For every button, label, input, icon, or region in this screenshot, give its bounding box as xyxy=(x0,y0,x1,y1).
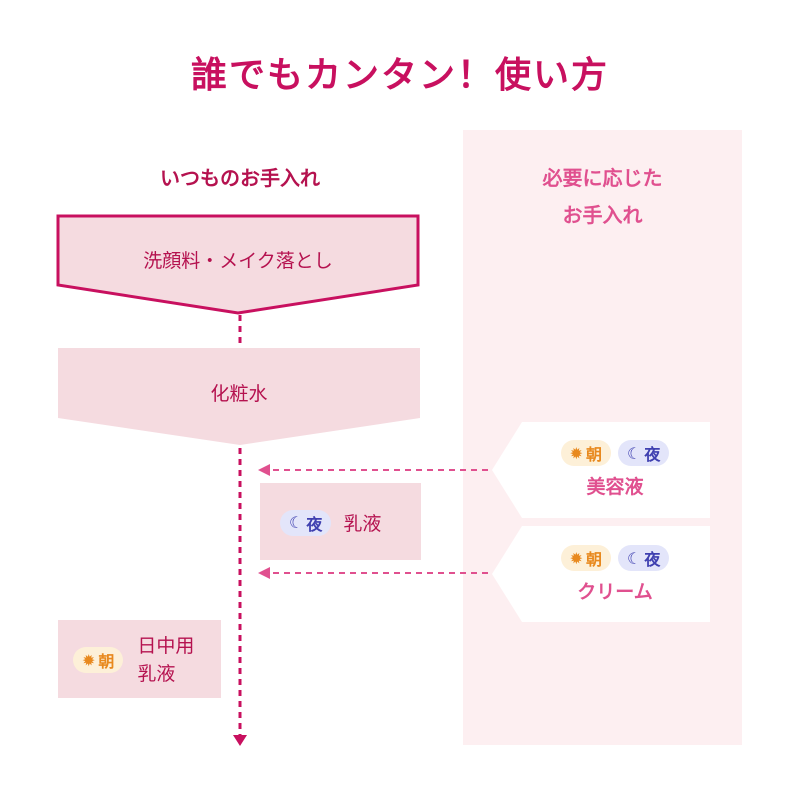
cream-card: ✹朝 ☾夜 クリーム xyxy=(520,545,710,604)
toner-step-shape xyxy=(58,348,420,445)
sun-icon: ✹ xyxy=(82,650,96,670)
serum-label: 美容液 xyxy=(586,476,644,498)
night-badge: ☾夜 xyxy=(280,509,332,536)
cleanse-step-shape xyxy=(56,214,420,315)
morning-badge: ✹朝 xyxy=(560,440,612,466)
night-badge: ☾夜 xyxy=(618,545,670,571)
morning-badge-label: 朝 xyxy=(98,652,115,671)
moon-icon: ☾ xyxy=(627,548,642,568)
flow-arrowhead xyxy=(233,735,247,746)
toner-step-label: 化粧水 xyxy=(210,383,268,405)
routine-heading: いつものお手入れ xyxy=(160,166,320,190)
cream-label: クリーム xyxy=(577,581,653,603)
day-emulsion-line2: 乳液 xyxy=(137,663,176,685)
optional-heading-line2: お手入れ xyxy=(562,203,643,227)
day-emulsion-step: ✹朝 日中用 乳液 xyxy=(73,632,194,688)
morning-badge: ✹朝 xyxy=(73,647,124,673)
serum-arrowhead xyxy=(258,464,270,476)
cleanse-step-label: 洗顔料・メイク落とし xyxy=(143,250,333,272)
optional-heading-line1: 必要に応じた xyxy=(542,166,663,190)
moon-icon: ☾ xyxy=(627,443,642,463)
night-badge-label: 夜 xyxy=(644,550,661,569)
morning-badge-label: 朝 xyxy=(586,550,603,569)
sun-icon: ✹ xyxy=(569,548,584,568)
optional-heading: 必要に応じた お手入れ xyxy=(463,160,742,234)
morning-badge: ✹朝 xyxy=(560,545,612,571)
day-emulsion-line1: 日中用 xyxy=(137,635,195,657)
moon-icon: ☾ xyxy=(289,513,304,532)
serum-card: ✹朝 ☾夜 美容液 xyxy=(520,440,710,499)
night-badge-label: 夜 xyxy=(644,445,661,464)
night-badge: ☾夜 xyxy=(618,440,670,466)
cream-arrowhead xyxy=(258,567,270,579)
morning-badge-label: 朝 xyxy=(586,445,603,464)
night-badge-label: 夜 xyxy=(306,514,323,534)
sun-icon: ✹ xyxy=(569,443,584,463)
night-emulsion-step: ☾夜 乳液 xyxy=(280,509,381,536)
page-title: 誰でもカンタン！使い方 xyxy=(190,55,609,96)
night-emulsion-label: 乳液 xyxy=(343,513,382,535)
day-emulsion-label: 日中用 乳液 xyxy=(137,632,194,688)
